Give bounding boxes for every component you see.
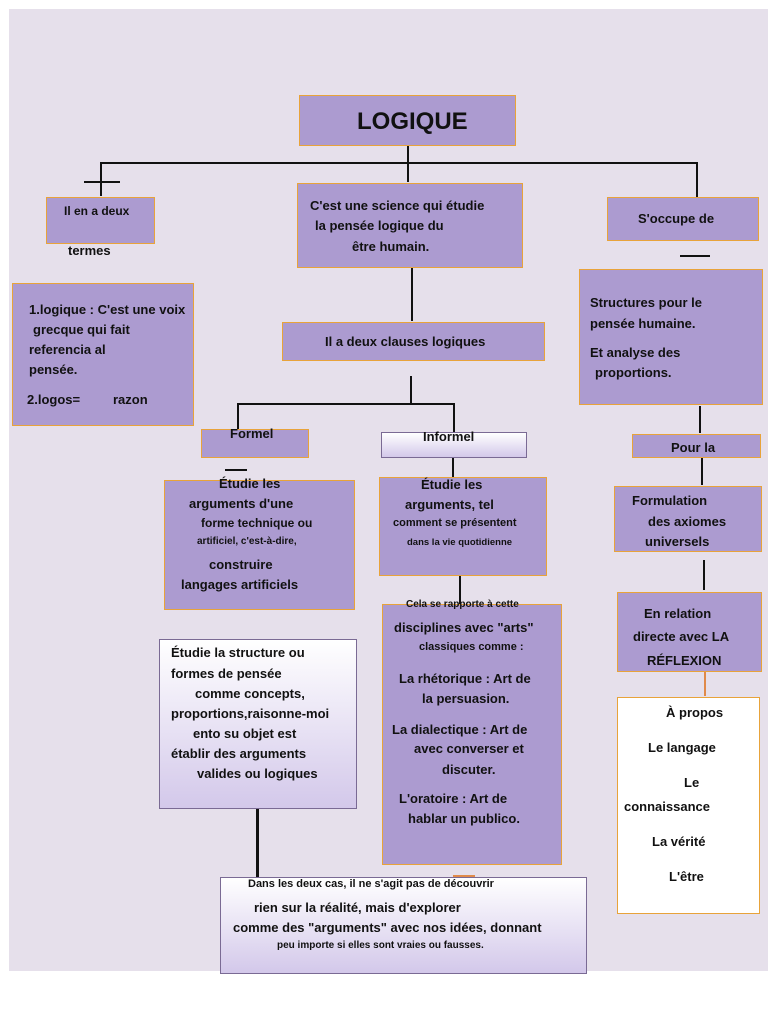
topic-item: À propos (666, 705, 724, 720)
formulation-line: Formulation (632, 493, 708, 508)
informel-desc-line: arguments, tel (405, 497, 494, 512)
formel-desc-line: langages artificiels (181, 577, 299, 592)
conclusion-line: rien sur la réalité, mais d'explorer (254, 900, 461, 915)
relation-box: En relation directe avec LA RÉFLEXION (617, 592, 762, 672)
formel-structure-line: formes de pensée (171, 666, 282, 681)
informel-arts-line: avec converser et (414, 741, 524, 756)
definition-line: être humain. (352, 239, 430, 254)
pour-la-label: Pour la (671, 440, 716, 455)
formel-desc-line: construire (209, 557, 273, 572)
right-header-box: S'occupe de (607, 197, 759, 241)
formulation-line: universels (645, 534, 710, 549)
formel-desc-line: artificiel, c'est-à-dire, (197, 536, 297, 547)
terms-header-line2: termes (68, 243, 111, 258)
definition-line: C'est une science qui étudie (310, 198, 485, 213)
formel-structure-line: Étudie la structure ou (171, 645, 305, 660)
topics-box: À propos Le langage Le connaissance La v… (617, 697, 760, 914)
conclusion-line: Dans les deux cas, il ne s'agit pas de d… (248, 878, 494, 890)
terms-line: pensée. (29, 362, 78, 377)
formel-desc-box: Étudie les arguments d'une forme techniq… (164, 476, 355, 610)
terms-line: 1.logique : C'est une voix (29, 302, 186, 317)
formel-desc-line: Étudie les (219, 476, 281, 491)
topic-item: L'être (669, 869, 704, 884)
formel-node: Formel (201, 426, 309, 458)
pour-la-box: Pour la (632, 434, 761, 458)
topic-item: La vérité (652, 834, 706, 849)
terms-line: referencia al (29, 342, 106, 357)
clauses-box: Il a deux clauses logiques (282, 322, 545, 361)
terms-header-box: Il en a deux (46, 197, 155, 244)
informel-arts-line: discuter. (442, 762, 496, 777)
informel-arts-line: La rhétorique : Art de (399, 671, 531, 686)
informel-desc-line: dans la vie quotidienne (407, 537, 513, 548)
informel-arts-line: L'oratoire : Art de (399, 791, 508, 806)
topic-item: Le (684, 775, 700, 790)
informel-arts-box: Cela se rapporte à cette disciplines ave… (382, 599, 562, 865)
topic-item: connaissance (624, 799, 710, 814)
formel-structure-line: établir des arguments (171, 746, 307, 761)
formel-structure-line: ento su objet est (193, 726, 297, 741)
terms-line: grecque qui fait (33, 322, 130, 337)
terms-box: 1.logique : C'est une voix grecque qui f… (12, 283, 194, 426)
relation-line: RÉFLEXION (647, 653, 722, 668)
formulation-box: Formulation des axiomes universels (614, 486, 762, 552)
formel-structure-line: proportions,raisonne-moi (171, 706, 330, 721)
relation-line: directe avec LA (633, 629, 730, 644)
formel-desc-line: arguments d'une (189, 496, 294, 511)
informel-node: Informel (381, 429, 527, 458)
formulation-line: des axiomes (648, 514, 727, 529)
informel-desc-line: Étudie les (421, 477, 483, 492)
formel-structure-line: valides ou logiques (197, 766, 318, 781)
right-header-label: S'occupe de (638, 211, 715, 226)
conclusion-line: comme des "arguments" avec nos idées, do… (233, 920, 542, 935)
structures-line: pensée humaine. (590, 316, 696, 331)
definition-box: C'est une science qui étudie la pensée l… (297, 183, 523, 268)
structures-line: Et analyse des (590, 345, 681, 360)
definition-line: la pensée logique du (315, 218, 444, 233)
formel-structure-line: comme concepts, (195, 686, 305, 701)
conclusion-box: Dans les deux cas, il ne s'agit pas de d… (220, 877, 587, 974)
formel-desc-line: forme technique ou (201, 516, 313, 530)
informel-arts-line: hablar un publico. (408, 811, 520, 826)
structures-line: Structures pour le (590, 295, 702, 310)
terms-line: 2.logos= (27, 392, 81, 407)
terms-header-line1: Il en a deux (64, 204, 130, 218)
relation-line: En relation (644, 606, 712, 621)
informel-arts-line: la persuasion. (422, 691, 510, 706)
conclusion-line: peu importe si elles sont vraies ou faus… (277, 940, 484, 951)
informel-label: Informel (423, 429, 475, 444)
formel-structure-box: Étudie la structure ou formes de pensée … (159, 639, 357, 809)
topic-item: Le langage (648, 740, 716, 755)
clauses-label: Il a deux clauses logiques (325, 334, 486, 349)
terms-line: razon (113, 392, 148, 407)
structures-line: proportions. (595, 365, 672, 380)
informel-desc-line: comment se présentent (393, 517, 517, 529)
informel-arts-line: classiques comme : (419, 641, 524, 653)
root-title: LOGIQUE (357, 108, 468, 135)
structures-box: Structures pour le pensée humaine. Et an… (579, 269, 763, 405)
informel-arts-line: disciplines avec "arts" (394, 620, 534, 635)
informel-arts-line: La dialectique : Art de (392, 722, 528, 737)
root-node: LOGIQUE (299, 95, 516, 146)
informel-arts-line: Cela se rapporte à cette (406, 599, 519, 610)
formel-label: Formel (230, 426, 274, 441)
informel-desc-box: Étudie les arguments, tel comment se pré… (379, 477, 547, 576)
